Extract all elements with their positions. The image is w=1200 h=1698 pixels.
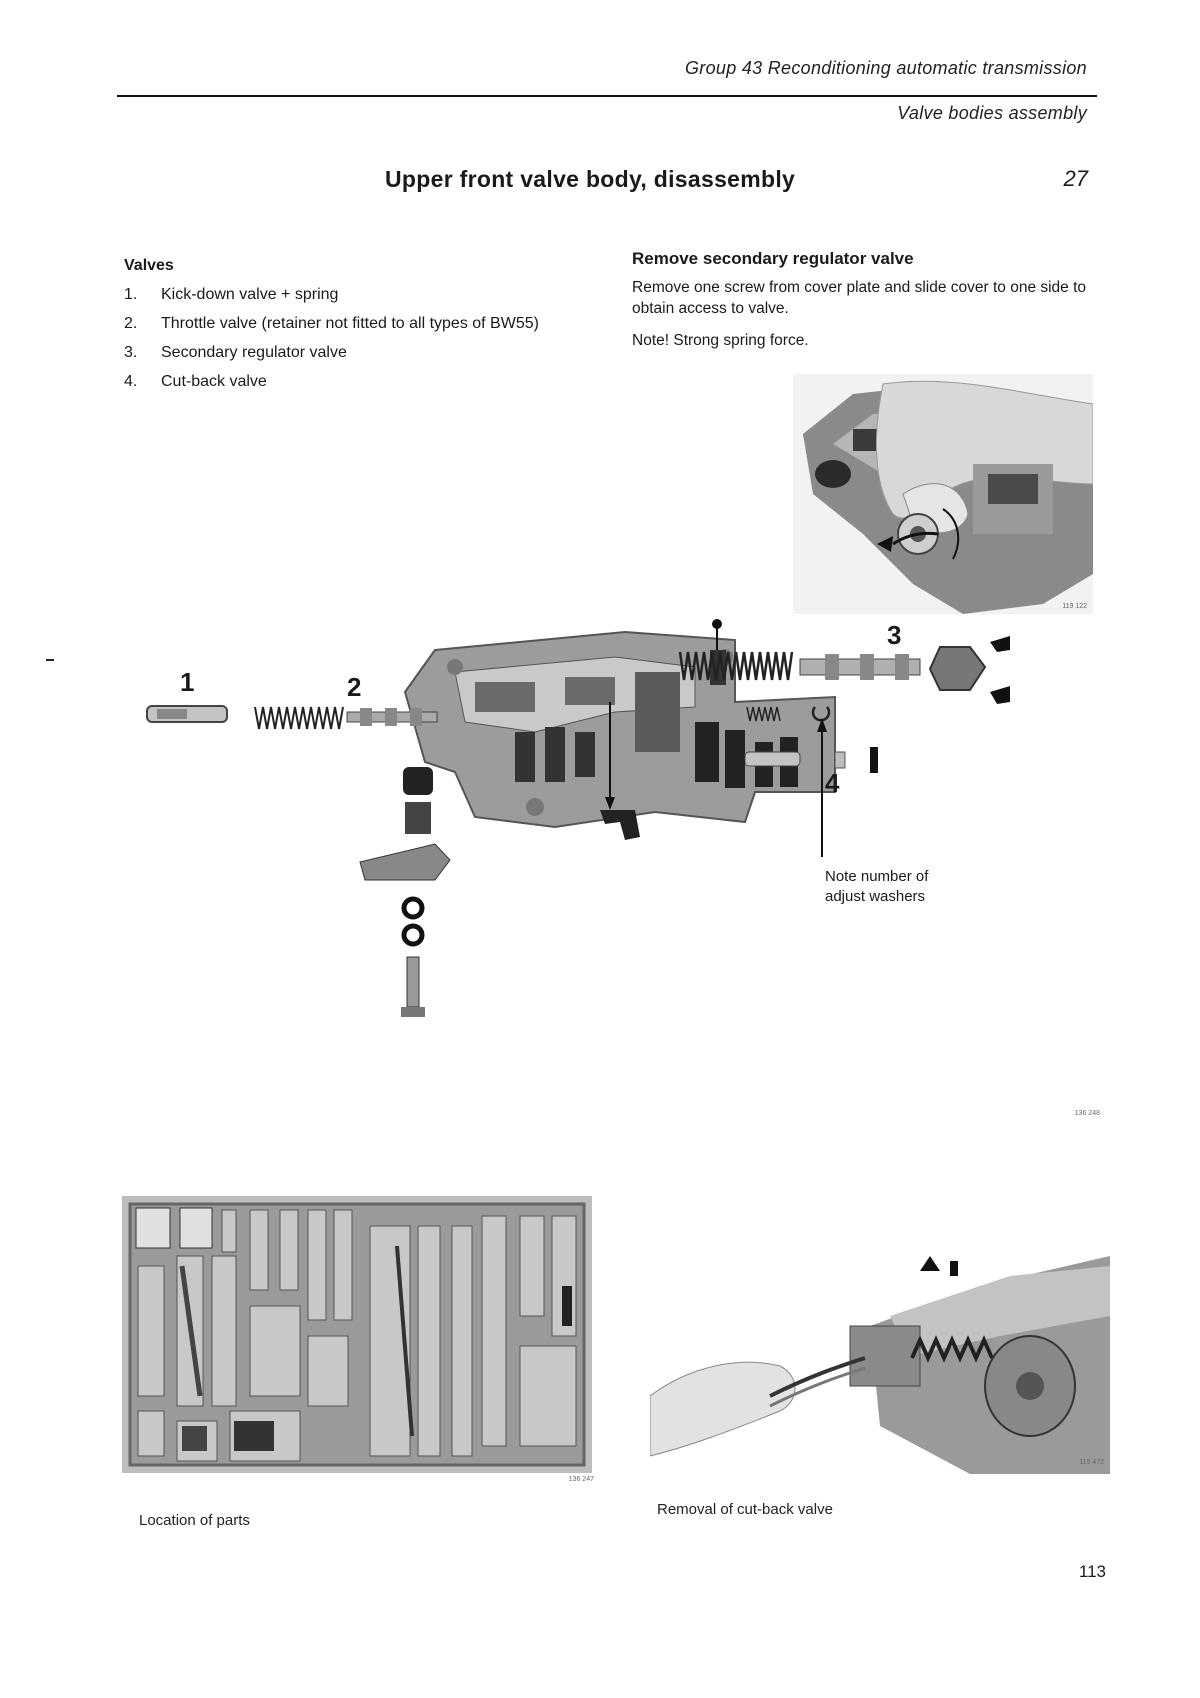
photo-parts-tray: 136 247 bbox=[122, 1196, 594, 1483]
parts-tray-illustration bbox=[122, 1196, 592, 1473]
caption-removal-of-cutback-valve: Removal of cut-back valve bbox=[657, 1501, 833, 1518]
caption-location-of-parts: Location of parts bbox=[139, 1512, 250, 1529]
header-rule bbox=[117, 95, 1097, 97]
running-header-section: Valve bodies assembly bbox=[897, 103, 1087, 123]
page-number: 113 bbox=[1078, 1562, 1106, 1581]
list-item: 4.Cut-back valve bbox=[124, 373, 267, 390]
callout-1: 1 bbox=[180, 667, 195, 697]
photo-cover-plate-illustration bbox=[793, 374, 1094, 614]
page-title: Upper front valve body, disassembly bbox=[385, 166, 796, 192]
photo-cover-plate-removal: 119 122 bbox=[793, 374, 1094, 614]
chapter-number: 27 bbox=[1063, 166, 1088, 191]
photo-cutback-valve-removal: 119 472 bbox=[649, 1246, 1110, 1474]
figure-ref: 119 472 bbox=[1079, 1459, 1104, 1466]
exploded-view-figure: 1 2 3 4 Note number of adjust washers 13… bbox=[135, 612, 1100, 1117]
running-header-group: Group 43 Reconditioning automatic transm… bbox=[684, 58, 1087, 78]
remove-heading: Remove secondary regulator valve bbox=[632, 249, 914, 268]
valves-list: 1.Kick-down valve + spring 2.Throttle va… bbox=[124, 284, 594, 400]
remove-note: Note! Strong spring force. bbox=[632, 332, 809, 349]
adjust-washers-note: Note number of adjust washers bbox=[825, 868, 929, 905]
callout-2: 2 bbox=[347, 672, 362, 702]
list-item: 2.Throttle valve (retainer not fitted to… bbox=[124, 315, 539, 332]
figure-ref: 119 122 bbox=[1062, 603, 1087, 610]
cutback-removal-illustration bbox=[649, 1246, 1110, 1474]
valves-heading: Valves bbox=[124, 257, 174, 274]
list-item: 3.Secondary regulator valve bbox=[124, 344, 347, 361]
figure-ref: 136 248 bbox=[1074, 1110, 1100, 1117]
callout-4: 4 bbox=[825, 768, 840, 798]
callout-3: 3 bbox=[887, 620, 902, 650]
list-item: 1.Kick-down valve + spring bbox=[124, 286, 339, 303]
figure-ref: 136 247 bbox=[568, 1476, 594, 1483]
exploded-view-illustration bbox=[146, 619, 1010, 1017]
margin-mark bbox=[46, 659, 54, 661]
remove-instructions: Remove one screw from cover plate and sl… bbox=[632, 279, 1087, 317]
